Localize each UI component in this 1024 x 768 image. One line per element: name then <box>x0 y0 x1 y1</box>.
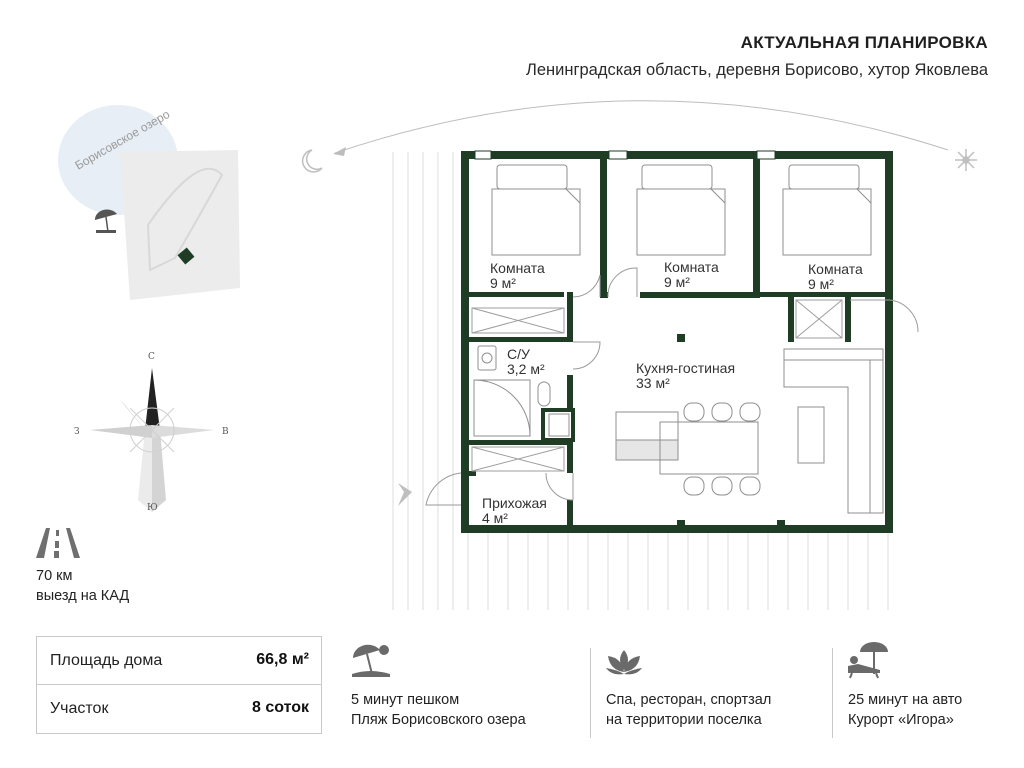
plot-row: Участок 8 соток <box>37 685 321 732</box>
room3-name: Комната <box>808 261 863 277</box>
location-map <box>58 105 240 300</box>
room1-label: Комната 9 м² <box>490 261 545 291</box>
entrance-arrow-icon <box>398 483 412 506</box>
sun-path-arrow <box>333 147 346 156</box>
hallway-label: Прихожая 4 м² <box>482 496 547 526</box>
feature-divider <box>832 648 833 738</box>
compass-west: З <box>74 427 80 437</box>
feature-resort-line2: Курорт «Игора» <box>848 712 954 728</box>
kitchen-furniture <box>615 348 884 514</box>
hallway-area: 4 м² <box>482 510 508 526</box>
room3-area: 9 м² <box>808 276 834 292</box>
feature-spa-line1: Спа, ресторан, спортзал <box>606 692 772 708</box>
feature-divider <box>590 648 591 738</box>
plot-label: Участок <box>50 700 109 717</box>
terrace-hatching <box>392 152 889 610</box>
page-title: АКТУАЛЬНАЯ ПЛАНИРОВКА <box>740 33 988 52</box>
room1-area: 9 м² <box>490 275 516 291</box>
house-area-value: 66,8 м² <box>256 651 309 668</box>
windows <box>474 150 776 160</box>
compass-south: Ю <box>147 503 158 513</box>
sun-icon <box>955 149 977 171</box>
page-subtitle: Ленинградская область, деревня Борисово,… <box>526 61 988 79</box>
kitchen-name: Кухня-гостиная <box>636 360 736 376</box>
feature-resort-line1: 25 минут на авто <box>848 692 963 708</box>
interior-floor <box>468 158 890 530</box>
lotus-icon <box>606 650 642 675</box>
sunbed-icon <box>848 642 888 679</box>
plot-value: 8 соток <box>251 699 309 716</box>
feature-beach: 5 минут пешком Пляж Борисовского озера <box>351 690 526 730</box>
road-distance: 70 км <box>36 568 73 584</box>
house-area-row: Площадь дома 66,8 м² <box>37 637 321 685</box>
room2-area: 9 м² <box>664 274 690 290</box>
compass-east: В <box>222 427 229 437</box>
house-area-label: Площадь дома <box>50 652 163 669</box>
hallway-name: Прихожая <box>482 495 547 511</box>
kitchen-area: 33 м² <box>636 375 670 391</box>
map-beach-icon <box>94 209 117 233</box>
compass-north: С <box>148 352 155 362</box>
info-table: Площадь дома 66,8 м² Участок 8 соток <box>36 636 322 734</box>
feature-resort: 25 минут на авто Курорт «Игора» <box>848 690 962 730</box>
wardrobes <box>471 299 843 472</box>
road-info: 70 км выезд на КАД <box>36 566 129 606</box>
feature-beach-line2: Пляж Борисовского озера <box>351 712 526 728</box>
bathroom-area: 3,2 м² <box>507 361 545 377</box>
moon-icon <box>301 149 323 173</box>
bathroom-label: С/У 3,2 м² <box>507 347 545 377</box>
road-icon <box>36 528 80 558</box>
bathroom-fixtures <box>473 345 570 437</box>
doors <box>425 267 919 506</box>
kitchen-label: Кухня-гостиная 33 м² <box>636 361 735 391</box>
feature-beach-line1: 5 минут пешком <box>351 692 460 708</box>
feature-spa: Спа, ресторан, спортзал на территории по… <box>606 690 771 730</box>
walls <box>461 151 893 533</box>
compass-rose <box>90 368 214 512</box>
room2-label: Комната 9 м² <box>664 260 719 290</box>
feature-spa-line2: на территории поселка <box>606 712 762 728</box>
bathroom-name: С/У <box>507 346 530 362</box>
room1-name: Комната <box>490 260 545 276</box>
plot-marker <box>177 247 195 265</box>
room2-name: Комната <box>664 259 719 275</box>
beds <box>491 164 872 256</box>
beach-umbrella-icon <box>352 644 390 677</box>
road-label: выезд на КАД <box>36 588 130 604</box>
sun-path-arc <box>334 100 949 154</box>
room3-label: Комната 9 м² <box>808 262 863 292</box>
